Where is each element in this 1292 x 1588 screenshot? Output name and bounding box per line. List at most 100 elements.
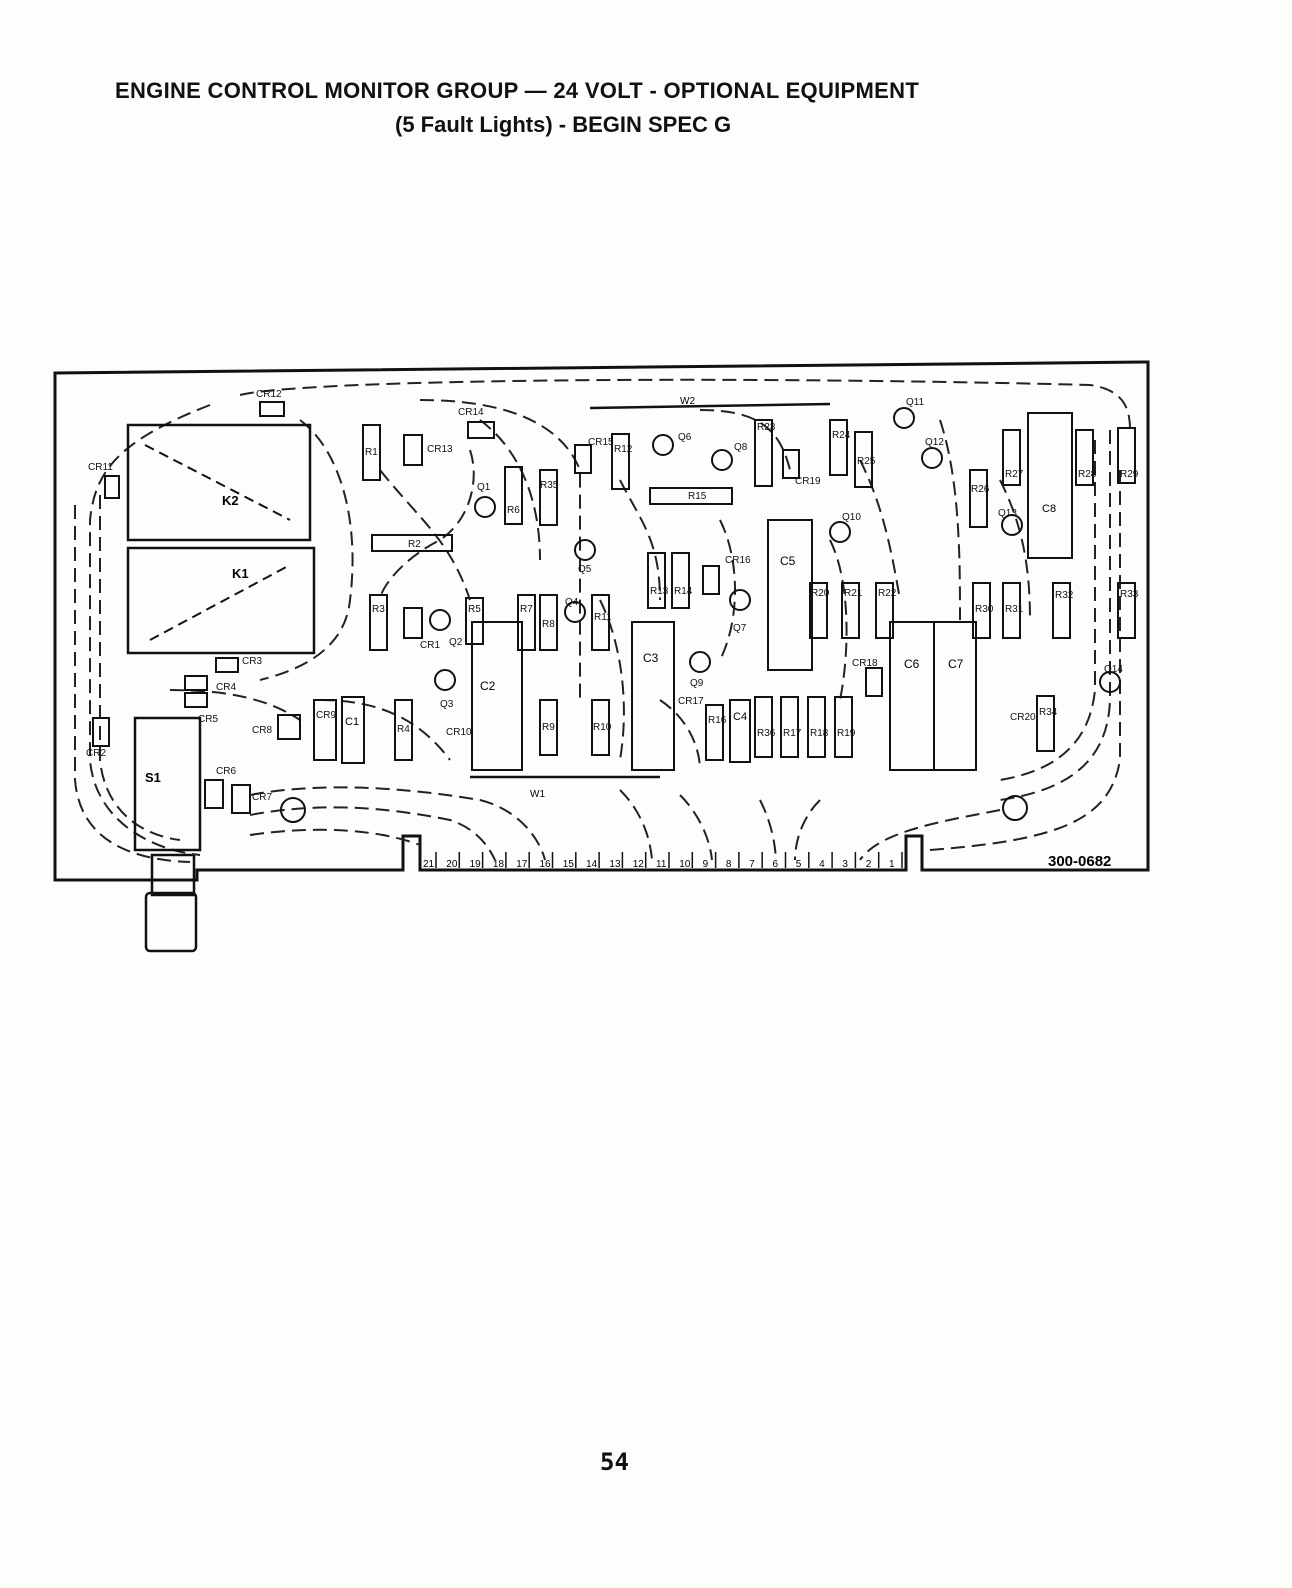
svg-text:Q10: Q10 — [842, 512, 861, 523]
pin-label: 9 — [703, 859, 709, 870]
svg-text:S1: S1 — [145, 770, 161, 785]
svg-text:R30: R30 — [975, 604, 994, 615]
pin-label: 11 — [656, 859, 667, 870]
svg-text:R4: R4 — [397, 724, 410, 735]
svg-text:CR4: CR4 — [216, 682, 236, 693]
svg-text:Q14: Q14 — [1104, 664, 1123, 675]
capacitor-c7: C7 — [933, 621, 977, 771]
svg-text:C7: C7 — [948, 657, 964, 671]
svg-text:C2: C2 — [480, 679, 496, 693]
svg-text:R8: R8 — [542, 619, 555, 630]
svg-text:R26: R26 — [971, 484, 990, 495]
resistor-r2 — [371, 534, 453, 552]
pin-label: 18 — [493, 859, 505, 870]
capacitor-c2: C2 — [471, 621, 523, 771]
pin-label: 15 — [563, 859, 575, 870]
mounting-hole — [1002, 795, 1028, 821]
svg-text:CR2: CR2 — [86, 748, 106, 759]
resistor-group — [362, 419, 1136, 761]
svg-text:Q3: Q3 — [440, 699, 454, 710]
svg-text:CR10: CR10 — [446, 727, 472, 738]
svg-text:CR15: CR15 — [588, 437, 614, 448]
svg-text:R27: R27 — [1005, 469, 1024, 480]
pin-label: 21 — [423, 859, 435, 870]
svg-text:CR11: CR11 — [88, 462, 113, 473]
pin-label: 4 — [819, 859, 825, 870]
svg-text:R1: R1 — [365, 447, 378, 458]
switch-shaft — [150, 853, 196, 897]
part-number: 300-0682 — [1048, 853, 1111, 870]
svg-text:CR8: CR8 — [252, 725, 272, 736]
svg-text:CR6: CR6 — [216, 766, 236, 777]
svg-text:R14: R14 — [674, 586, 693, 597]
svg-text:R3: R3 — [372, 604, 385, 615]
svg-text:CR19: CR19 — [795, 476, 821, 487]
svg-text:R19: R19 — [837, 728, 856, 739]
svg-text:Q2: Q2 — [449, 637, 463, 648]
svg-text:CR5: CR5 — [198, 714, 218, 725]
svg-text:CR13: CR13 — [427, 444, 453, 455]
svg-text:R16: R16 — [708, 715, 727, 726]
svg-text:CR14: CR14 — [458, 407, 484, 418]
mounting-hole — [280, 797, 306, 823]
svg-text:CR16: CR16 — [725, 555, 751, 566]
diode-group — [92, 401, 883, 814]
svg-text:Q7: Q7 — [733, 623, 747, 634]
svg-text:R28: R28 — [1078, 469, 1097, 480]
svg-text:R32: R32 — [1055, 590, 1074, 601]
relay-label: K1 — [232, 566, 249, 581]
svg-text:R13: R13 — [650, 586, 669, 597]
svg-text:R33: R33 — [1120, 589, 1139, 600]
svg-text:C6: C6 — [904, 657, 920, 671]
svg-text:CR3: CR3 — [242, 656, 262, 667]
transistor-group — [429, 407, 1121, 693]
svg-text:Q12: Q12 — [925, 437, 944, 448]
svg-text:W2: W2 — [680, 396, 695, 407]
pin-label: 16 — [540, 859, 552, 870]
svg-text:Q6: Q6 — [678, 432, 692, 443]
pin-label: 6 — [773, 859, 779, 870]
svg-text:R9: R9 — [542, 722, 555, 733]
svg-text:R2: R2 — [408, 539, 421, 550]
capacitor-c4: C4 — [729, 699, 751, 763]
svg-text:Q13: Q13 — [998, 508, 1017, 519]
svg-text:R29: R29 — [1120, 469, 1139, 480]
svg-text:R18: R18 — [810, 728, 829, 739]
wire-w2 — [589, 402, 831, 410]
svg-text:R21: R21 — [844, 588, 863, 599]
circuit-traces — [74, 378, 1131, 863]
pin-label: 12 — [633, 859, 645, 870]
switch-knob — [144, 891, 198, 953]
svg-text:R22: R22 — [878, 588, 897, 599]
pin-label: 3 — [842, 859, 848, 870]
svg-text:R35: R35 — [540, 480, 559, 491]
svg-text:Q1: Q1 — [477, 482, 491, 493]
svg-text:C5: C5 — [780, 554, 796, 568]
svg-text:CR12: CR12 — [256, 389, 282, 400]
svg-text:Q11: Q11 — [906, 397, 925, 408]
svg-text:R23: R23 — [757, 422, 776, 433]
capacitor-c8: C8 — [1027, 412, 1073, 559]
svg-text:R12: R12 — [614, 444, 633, 455]
svg-text:C3: C3 — [643, 651, 659, 665]
pin-label: 8 — [726, 859, 732, 870]
svg-text:Q4: Q4 — [565, 597, 579, 608]
svg-text:R36: R36 — [757, 728, 776, 739]
svg-text:R11: R11 — [594, 612, 612, 623]
svg-text:CR20: CR20 — [1010, 712, 1036, 723]
resistor-r15 — [649, 487, 733, 505]
svg-text:R15: R15 — [688, 491, 707, 502]
capacitor-c5: C5 — [767, 519, 813, 671]
relay-k1: K1 — [126, 546, 316, 655]
svg-text:R17: R17 — [783, 728, 802, 739]
capacitor-c3: C3 — [631, 621, 675, 771]
svg-text:R6: R6 — [507, 505, 520, 516]
pin-label: 17 — [516, 859, 528, 870]
svg-text:R34: R34 — [1039, 707, 1058, 718]
pin-label: 5 — [796, 859, 802, 870]
